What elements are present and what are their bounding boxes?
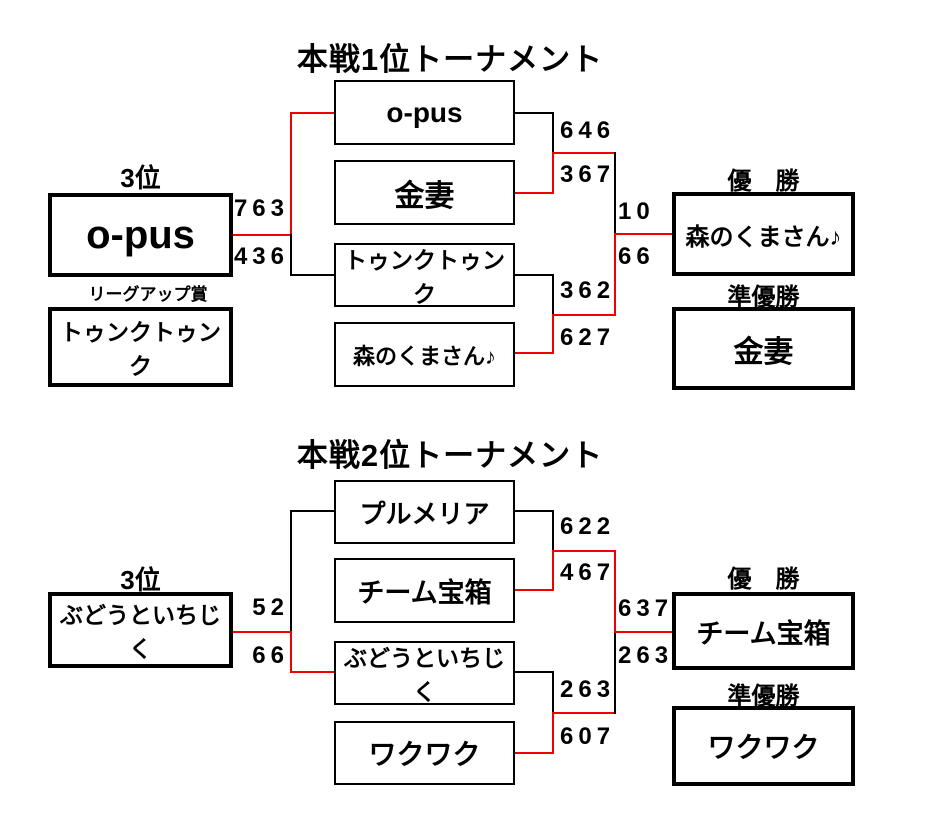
team-name: 金妻 xyxy=(733,335,794,369)
winner-line xyxy=(290,671,334,673)
winner-line xyxy=(233,234,291,236)
team-name: o-pus xyxy=(386,96,463,128)
connector-line xyxy=(552,671,554,714)
winner-line xyxy=(290,112,292,236)
semifinal-box: トゥンクトゥンク xyxy=(334,243,515,307)
winner-line xyxy=(552,152,616,154)
connector-line xyxy=(515,112,554,114)
winner-line xyxy=(614,631,672,633)
tournament-title: 本戦1位トーナメント xyxy=(296,42,604,77)
score-label: 10 xyxy=(618,198,655,225)
champion-label: 優 勝 xyxy=(727,168,800,195)
score-label: 263 xyxy=(618,642,674,669)
team-name: ぶどうといちじく xyxy=(60,602,221,662)
league-up-box: トゥンクトゥンク xyxy=(48,307,233,387)
connector-line xyxy=(552,510,554,552)
winner-line xyxy=(552,550,616,552)
score-label: 66 xyxy=(252,642,289,669)
team-name: 金妻 xyxy=(394,179,455,213)
winner-line xyxy=(552,550,554,591)
winner-line xyxy=(614,233,616,316)
team-name: o-pus xyxy=(86,212,195,257)
score-label: 367 xyxy=(560,161,616,188)
winner-line xyxy=(552,314,554,354)
semifinal-box: ワクワク xyxy=(334,721,515,785)
connector-line xyxy=(290,510,334,512)
winner-line xyxy=(552,712,616,714)
connector-line xyxy=(614,152,616,235)
score-label: 763 xyxy=(233,195,289,222)
winner-line xyxy=(614,233,672,235)
runner-up-label: 準優勝 xyxy=(727,683,800,710)
league-up-label: リーグアップ賞 xyxy=(88,285,208,304)
score-label: 607 xyxy=(560,723,616,750)
champion-box: チーム宝箱 xyxy=(672,592,855,670)
champion-box: 森のくまさん♪ xyxy=(672,192,855,276)
connector-line xyxy=(290,234,292,276)
winner-line xyxy=(290,631,292,673)
tournament-title: 本戦2位トーナメント xyxy=(296,438,604,473)
team-name: トゥンクトゥンク xyxy=(60,319,221,379)
team-name: ワクワク xyxy=(368,739,481,770)
team-name: ぶどうといちじく xyxy=(344,645,505,705)
team-name: プルメリア xyxy=(359,498,490,529)
winner-line xyxy=(515,752,554,754)
semifinal-box: o-pus xyxy=(334,80,515,145)
team-name: チーム宝箱 xyxy=(357,578,492,608)
champion-label: 優 勝 xyxy=(727,566,800,593)
connector-line xyxy=(614,631,616,714)
score-label: 362 xyxy=(560,277,616,304)
semifinal-box: 金妻 xyxy=(334,160,515,225)
connector-line xyxy=(515,274,554,276)
connector-line xyxy=(290,274,334,276)
team-name: トゥンクトゥンク xyxy=(344,247,505,307)
winner-line xyxy=(233,631,291,633)
connector-line xyxy=(290,510,292,633)
score-label: 637 xyxy=(618,595,674,622)
score-label: 263 xyxy=(560,676,616,703)
winner-line xyxy=(552,152,554,194)
score-label: 52 xyxy=(252,594,289,621)
winner-line xyxy=(515,352,554,354)
winner-line xyxy=(515,589,554,591)
semifinal-box: プルメリア xyxy=(334,480,515,544)
third-place-box: ぶどうといちじく xyxy=(48,592,233,668)
connector-line xyxy=(552,112,554,154)
third-place-box: o-pus xyxy=(48,193,233,277)
team-name: 森のくまさん♪ xyxy=(685,223,842,251)
winner-line xyxy=(614,550,616,633)
team-name: 森のくまさん♪ xyxy=(352,343,496,369)
winner-line xyxy=(552,712,554,754)
runner-up-label: 準優勝 xyxy=(727,284,800,311)
winner-line xyxy=(515,192,554,194)
winner-line xyxy=(552,314,616,316)
score-label: 66 xyxy=(618,243,655,270)
team-name: チーム宝箱 xyxy=(696,618,831,649)
third-place-label: 3位 xyxy=(120,565,161,595)
score-label: 436 xyxy=(233,243,289,270)
connector-line xyxy=(515,671,554,673)
connector-line xyxy=(515,510,554,512)
semifinal-box: 森のくまさん♪ xyxy=(334,322,515,387)
winner-line xyxy=(290,112,334,114)
score-label: 627 xyxy=(560,324,616,351)
score-label: 646 xyxy=(560,117,616,144)
third-place-label: 3位 xyxy=(120,163,161,193)
semifinal-box: チーム宝箱 xyxy=(334,558,515,623)
score-label: 467 xyxy=(560,559,616,586)
score-label: 622 xyxy=(560,513,616,540)
runner-up-box: 金妻 xyxy=(672,307,855,390)
team-name: ワクワク xyxy=(707,732,820,763)
connector-line xyxy=(552,274,554,316)
runner-up-box: ワクワク xyxy=(672,706,855,786)
semifinal-box: ぶどうといちじく xyxy=(334,641,515,705)
